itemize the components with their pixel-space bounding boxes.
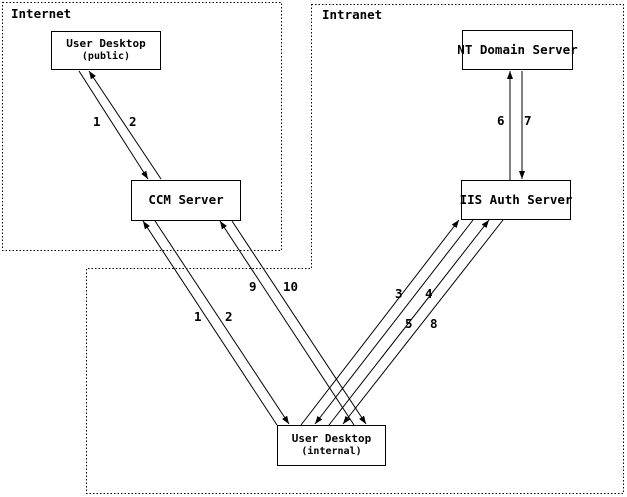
step-label: 3 (395, 286, 403, 301)
step-label: 10 (283, 279, 299, 294)
step-label: 5 (405, 316, 413, 331)
step-label: 2 (129, 114, 137, 129)
node-subtitle: (public) (81, 51, 131, 63)
node-iis-auth-server: IIS Auth Server (459, 180, 573, 220)
step-label: 1 (93, 114, 101, 129)
step-label: 2 (225, 309, 233, 324)
node-subtitle: (internal) (301, 446, 362, 458)
step-label: 8 (430, 316, 438, 331)
node-user-desktop-internal: User Desktop (internal) (277, 425, 386, 466)
step-label: 9 (249, 279, 257, 294)
node-title: User Desktop (291, 432, 372, 446)
node-title: User Desktop (66, 37, 146, 51)
step-label: 4 (425, 286, 433, 301)
step-label: 1 (194, 309, 202, 324)
node-user-desktop-public: User Desktop (public) (51, 31, 161, 70)
node-title: IIS Auth Server (459, 191, 573, 207)
zone-label-intranet: Intranet (322, 7, 383, 22)
zone-label-internet: Internet (11, 6, 72, 21)
node-title: NT Domain Server (457, 41, 578, 57)
node-ccm-server: CCM Server (131, 180, 241, 221)
node-title: CCM Server (148, 192, 224, 208)
step-label: 6 (497, 113, 505, 128)
node-nt-domain-server: NT Domain Server (457, 30, 578, 70)
step-label: 7 (524, 113, 532, 128)
